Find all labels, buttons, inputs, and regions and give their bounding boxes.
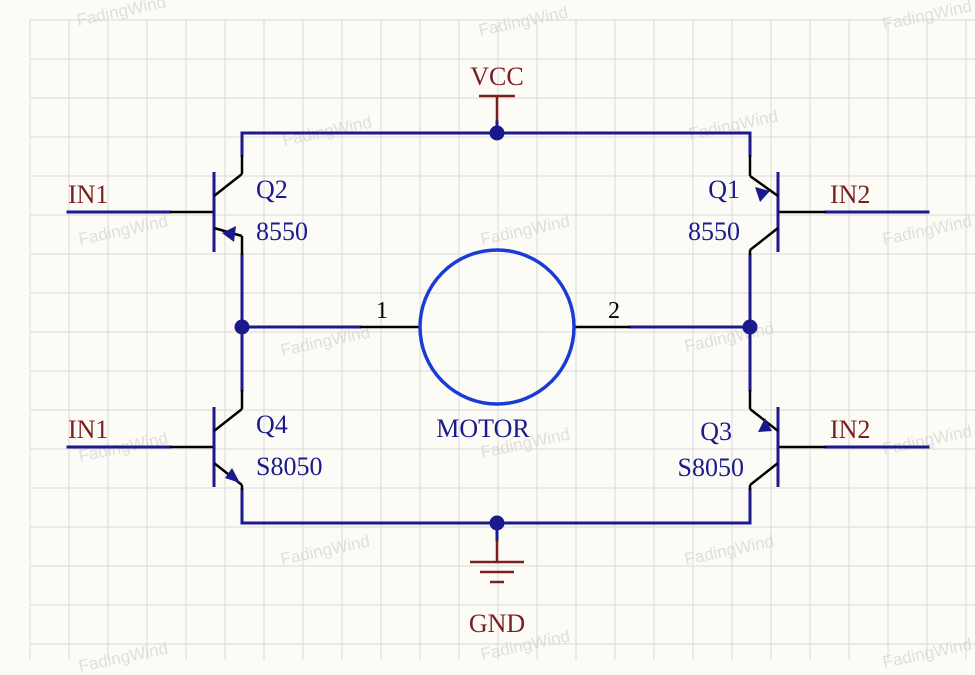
q3-part: S8050 [678, 453, 744, 482]
junction-dot [489, 515, 505, 531]
in2-bottom-label: IN2 [830, 415, 870, 444]
motor: 1 2 MOTOR [360, 248, 630, 443]
transistor-q2: Q2 8550 [170, 155, 308, 255]
transistor-q3: Q3 S8050 [678, 390, 826, 490]
vcc-symbol: VCC [470, 62, 524, 135]
transistor-q1: Q1 8550 [688, 155, 826, 255]
collector-lead [213, 408, 243, 432]
emitter-arrow-icon [225, 468, 240, 483]
emitter-arrow-icon [222, 226, 236, 242]
collector-lead [213, 173, 243, 197]
q4-part: S8050 [256, 452, 322, 481]
junction-dot [234, 319, 250, 335]
in1-top-label: IN1 [68, 180, 108, 209]
motor-pin1-label: 1 [376, 298, 388, 324]
emitter-arrow-icon [755, 187, 770, 202]
grid [29, 19, 975, 660]
q1-part: 8550 [688, 217, 740, 246]
junction-dot [489, 125, 505, 141]
motor-label: MOTOR [436, 414, 530, 443]
collector-arrow-icon [758, 418, 772, 432]
emitter-lead [749, 174, 779, 198]
motor-circle-icon [418, 248, 576, 406]
junctions [234, 125, 758, 531]
input-wires [66, 210, 930, 449]
vcc-label: VCC [470, 62, 523, 91]
gnd-label: GND [469, 609, 525, 638]
q2-designator: Q2 [256, 175, 288, 204]
transistor-q4: Q4 S8050 [170, 390, 322, 490]
motor-pin2-label: 2 [608, 298, 620, 324]
q3-designator: Q3 [700, 417, 732, 446]
q4-designator: Q4 [256, 410, 288, 439]
gnd-symbol: GND [469, 521, 525, 638]
in2-top-label: IN2 [830, 180, 870, 209]
q2-part: 8550 [256, 217, 308, 246]
junction-dot [742, 319, 758, 335]
q1-designator: Q1 [708, 175, 740, 204]
emitter-lead [749, 462, 779, 486]
collector-lead [749, 227, 779, 251]
in1-bottom-label: IN1 [68, 415, 108, 444]
net-labels: IN1 IN1 IN2 IN2 [68, 180, 870, 444]
